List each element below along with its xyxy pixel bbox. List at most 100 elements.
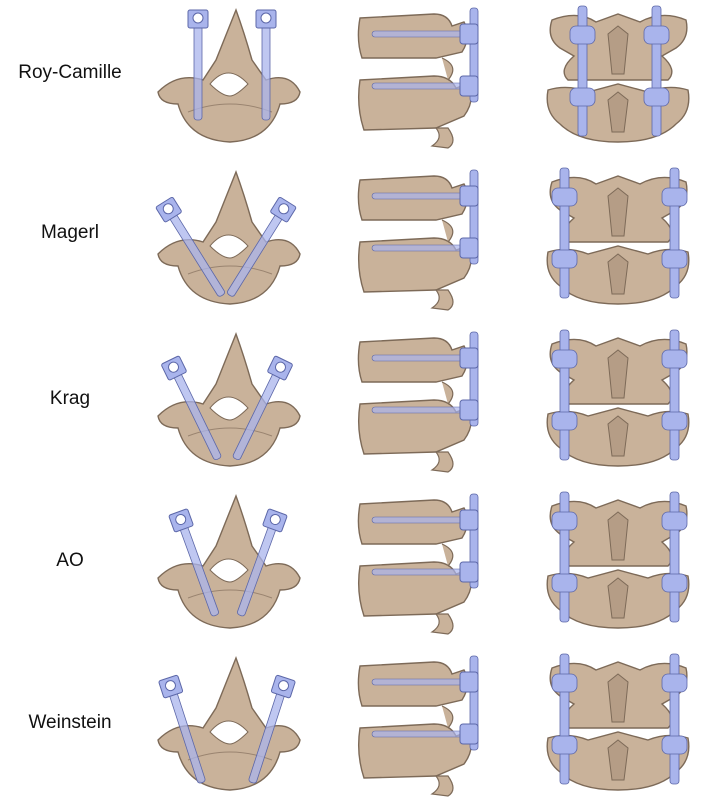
pedicle-screws-posterior bbox=[551, 167, 688, 299]
pedicle-screws-lateral bbox=[371, 493, 479, 589]
rod bbox=[669, 653, 680, 785]
screw-head bbox=[551, 735, 578, 755]
screw bbox=[155, 196, 225, 297]
pedicle-screws-lateral bbox=[371, 655, 479, 751]
technique-label: Roy-Camille bbox=[18, 62, 122, 83]
vertebra-axial bbox=[157, 332, 301, 467]
pedicle-screws-posterior bbox=[551, 491, 688, 623]
screw bbox=[255, 9, 277, 121]
technique-row: Krag bbox=[0, 324, 709, 486]
rod bbox=[577, 5, 588, 137]
screw bbox=[371, 671, 479, 693]
screw bbox=[168, 508, 219, 617]
screw bbox=[248, 674, 296, 784]
vertebra-posterior bbox=[546, 499, 690, 629]
screw bbox=[371, 23, 479, 45]
screw bbox=[232, 355, 293, 461]
pedicle-screws-lateral bbox=[371, 7, 479, 103]
screw-head bbox=[661, 411, 688, 431]
screw bbox=[187, 9, 209, 121]
rod bbox=[559, 329, 570, 461]
screw-head bbox=[643, 25, 670, 45]
rod bbox=[651, 5, 662, 137]
lateral-view bbox=[357, 655, 479, 797]
vertebra-axial bbox=[157, 170, 301, 305]
screw bbox=[371, 75, 479, 97]
screw-head bbox=[661, 735, 688, 755]
pedicle-screws-posterior bbox=[569, 5, 670, 137]
technique-label: Weinstein bbox=[28, 712, 112, 733]
pedicle-screws-lateral bbox=[371, 169, 479, 265]
pedicle-screws-posterior bbox=[551, 653, 688, 785]
screw bbox=[371, 185, 479, 207]
technique-row: AO bbox=[0, 486, 709, 648]
screw-head bbox=[551, 673, 578, 693]
posterior-view bbox=[546, 167, 690, 305]
posterior-view bbox=[546, 491, 690, 629]
axial-view bbox=[157, 494, 301, 629]
posterior-view bbox=[546, 329, 690, 467]
rod bbox=[669, 491, 680, 623]
screw-head bbox=[551, 187, 578, 207]
screw bbox=[158, 674, 206, 784]
pedicle-screws-axial bbox=[187, 9, 277, 121]
screw bbox=[371, 723, 479, 745]
axial-view bbox=[157, 332, 301, 467]
technique-label: Magerl bbox=[40, 222, 100, 243]
axial-view bbox=[157, 656, 301, 791]
screw bbox=[371, 347, 479, 369]
lateral-view bbox=[357, 7, 479, 149]
posterior-view bbox=[546, 5, 690, 143]
lateral-view bbox=[357, 331, 479, 473]
screw-head bbox=[661, 187, 688, 207]
pedicle-screws-posterior bbox=[551, 329, 688, 461]
pedicle-screws-axial bbox=[158, 674, 296, 784]
lateral-view bbox=[357, 493, 479, 635]
pedicle-screws-axial bbox=[161, 355, 293, 461]
screw-head bbox=[551, 249, 578, 269]
screw bbox=[227, 196, 297, 297]
axial-view bbox=[157, 8, 301, 143]
screw-head bbox=[661, 349, 688, 369]
rod bbox=[559, 491, 570, 623]
rod bbox=[559, 653, 570, 785]
screw bbox=[161, 355, 222, 461]
technique-row: Weinstein bbox=[0, 648, 709, 810]
rod bbox=[669, 329, 680, 461]
axial-view bbox=[155, 170, 301, 305]
screw bbox=[237, 508, 288, 617]
posterior-view bbox=[546, 653, 690, 791]
lateral-view bbox=[357, 169, 479, 311]
screw bbox=[371, 237, 479, 259]
vertebra-axial bbox=[157, 8, 301, 143]
screw bbox=[371, 561, 479, 583]
screw-head bbox=[551, 573, 578, 593]
vertebra-posterior bbox=[546, 661, 690, 791]
screw-head bbox=[569, 87, 596, 107]
screw-head bbox=[569, 25, 596, 45]
screw bbox=[371, 399, 479, 421]
technique-label: AO bbox=[56, 550, 84, 571]
technique-label: Krag bbox=[49, 388, 91, 409]
vertebra-posterior bbox=[546, 337, 690, 467]
pedicle-screws-lateral bbox=[371, 331, 479, 427]
screw-head bbox=[551, 349, 578, 369]
screw bbox=[371, 509, 479, 531]
vertebra-axial bbox=[157, 494, 301, 629]
technique-row: Roy-Camille bbox=[0, 0, 709, 162]
technique-row: Magerl bbox=[0, 162, 709, 324]
vertebra-posterior bbox=[546, 175, 690, 305]
rod bbox=[669, 167, 680, 299]
screw-head bbox=[661, 573, 688, 593]
screw-head bbox=[643, 87, 670, 107]
vertebra-lateral bbox=[357, 13, 472, 149]
screw-head bbox=[551, 411, 578, 431]
screw-head bbox=[661, 673, 688, 693]
pedicle-screws-axial bbox=[168, 508, 288, 617]
screw-head bbox=[661, 511, 688, 531]
vertebra-lateral bbox=[357, 499, 472, 635]
screw-head bbox=[661, 249, 688, 269]
pedicle-screws-axial bbox=[155, 196, 297, 297]
rod bbox=[559, 167, 570, 299]
screw-head bbox=[551, 511, 578, 531]
